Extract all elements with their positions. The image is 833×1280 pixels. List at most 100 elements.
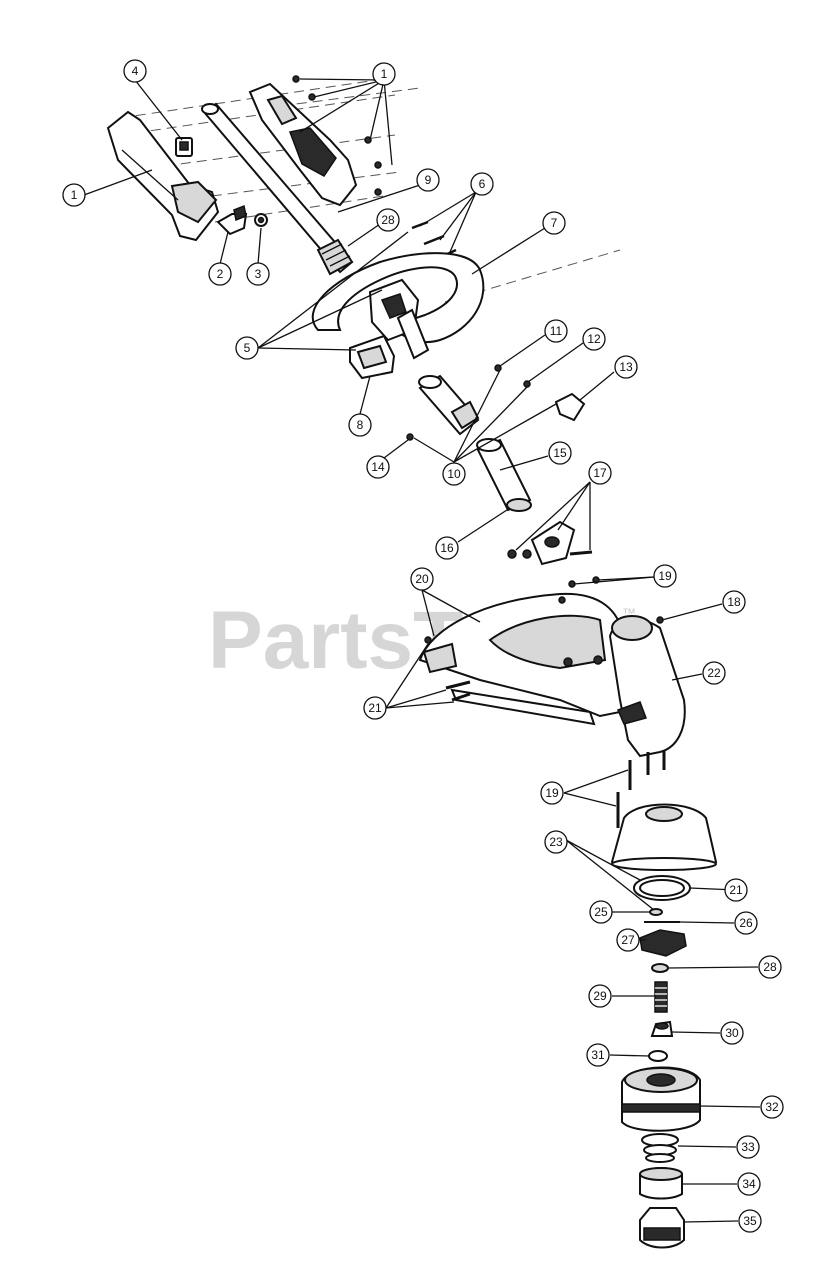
svg-text:29: 29: [593, 989, 607, 1003]
small-ring: [651, 963, 669, 973]
svg-text:20: 20: [415, 572, 429, 586]
callout-23: 23: [544, 830, 568, 854]
callout-13: 13: [614, 355, 638, 379]
d-loop-handle: [311, 252, 485, 344]
svg-text:35: 35: [743, 1214, 757, 1228]
switch-part: [175, 137, 193, 157]
callout-26: 26: [734, 911, 758, 935]
svg-text:32: 32: [765, 1100, 779, 1114]
svg-text:21: 21: [368, 701, 382, 715]
spool-cover: [610, 803, 718, 871]
handle-half-left: [106, 110, 220, 242]
callout-1-left: 1: [62, 183, 86, 207]
callout-4: 4: [123, 59, 147, 83]
callout-6: 6: [470, 172, 494, 196]
motor-housing: [608, 615, 686, 758]
callout-2: 2: [208, 262, 232, 286]
svg-text:11: 11: [550, 324, 563, 338]
leader-lines: [83, 78, 761, 1223]
callout-5: 5: [235, 336, 259, 360]
svg-text:21: 21: [729, 883, 743, 897]
shaft-coupler: [406, 364, 586, 441]
callout-7: 7: [542, 211, 566, 235]
trigger-part: [216, 204, 248, 236]
callout-11: 11: [544, 319, 568, 343]
shaft-spring: [316, 238, 354, 276]
svg-text:1: 1: [381, 67, 388, 81]
callout-14: 14: [366, 455, 390, 479]
trimmer-guard: [418, 576, 632, 726]
svg-text:2: 2: [217, 267, 224, 281]
callout-10: 10: [442, 462, 466, 486]
svg-text:7: 7: [551, 216, 558, 230]
bump-knob: [639, 1207, 685, 1249]
o-ring-large: [633, 875, 691, 901]
svg-text:31: 31: [591, 1048, 605, 1062]
callout-8: 8: [348, 413, 372, 437]
line-spool: [621, 1066, 701, 1132]
callout-18: 18: [722, 590, 746, 614]
housing-screws: [616, 750, 666, 828]
callout-34: 34: [737, 1172, 761, 1196]
svg-text:4: 4: [132, 64, 139, 78]
svg-text:18: 18: [727, 595, 741, 609]
svg-text:25: 25: [594, 905, 608, 919]
callout-25: 25: [589, 900, 613, 924]
svg-text:19: 19: [658, 569, 672, 583]
bump-spring: [641, 1133, 679, 1163]
svg-text:27: 27: [621, 933, 635, 947]
svg-text:34: 34: [742, 1177, 756, 1191]
svg-text:14: 14: [371, 460, 385, 474]
svg-text:17: 17: [593, 466, 607, 480]
callout-15: 15: [548, 441, 572, 465]
callout-28-bottom: 28: [758, 955, 782, 979]
svg-text:28: 28: [763, 960, 777, 974]
svg-text:22: 22: [707, 666, 721, 680]
callout-31: 31: [586, 1043, 610, 1067]
callout-27: 27: [616, 928, 640, 952]
svg-text:15: 15: [553, 446, 567, 460]
callout-16: 16: [435, 536, 459, 560]
bump-cap: [639, 1167, 683, 1200]
callout-30: 30: [720, 1021, 744, 1045]
callout-17: 17: [588, 461, 612, 485]
spool-spring: [654, 981, 668, 1013]
svg-text:12: 12: [587, 332, 601, 346]
drive-hub: [639, 929, 687, 957]
svg-text:19: 19: [545, 786, 559, 800]
washer-nut: [644, 908, 680, 923]
callout-35: 35: [738, 1209, 762, 1233]
svg-text:28: 28: [381, 213, 395, 227]
callout-21-a: 21: [363, 696, 387, 720]
lower-sleeve: [476, 438, 532, 512]
callout-3: 3: [246, 262, 270, 286]
svg-text:6: 6: [479, 177, 486, 191]
svg-text:3: 3: [255, 267, 262, 281]
svg-text:10: 10: [447, 467, 461, 481]
svg-text:30: 30: [725, 1026, 739, 1040]
svg-text:26: 26: [739, 916, 753, 930]
callout-19-bottom: 19: [540, 781, 564, 805]
callout-9: 9: [416, 168, 440, 192]
spool-adapter: [650, 1020, 674, 1037]
svg-text:13: 13: [619, 360, 633, 374]
clip-part: [254, 213, 268, 227]
line-cutter: [422, 636, 471, 702]
svg-text:23: 23: [549, 835, 563, 849]
callout-22: 22: [702, 661, 726, 685]
svg-text:16: 16: [440, 541, 454, 555]
callout-33: 33: [736, 1135, 760, 1159]
svg-text:8: 8: [357, 418, 364, 432]
callout-21-b: 21: [724, 878, 748, 902]
middle-shaft: [396, 308, 430, 360]
svg-text:33: 33: [741, 1140, 755, 1154]
handle-half-right: [248, 82, 358, 207]
callout-20: 20: [410, 567, 434, 591]
o-ring-small: [648, 1050, 668, 1062]
svg-text:1: 1: [71, 188, 78, 202]
callout-1-top: 1: [372, 62, 396, 86]
callout-19-top: 19: [653, 564, 677, 588]
callout-28-top: 28: [376, 208, 400, 232]
svg-text:9: 9: [425, 173, 432, 187]
